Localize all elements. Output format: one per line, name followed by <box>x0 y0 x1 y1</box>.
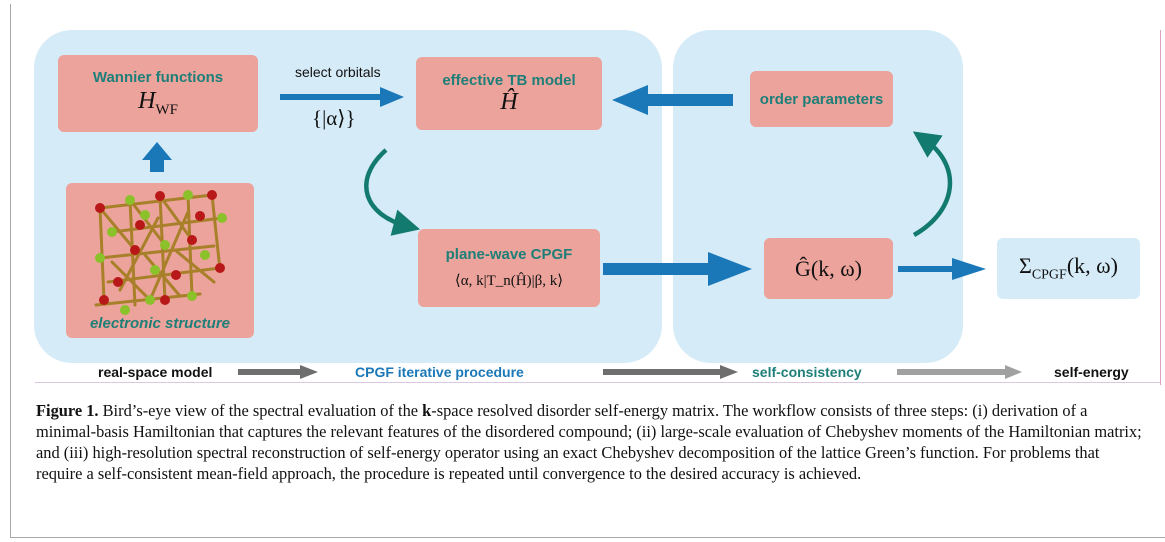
sigma-symbol: Σ <box>1019 253 1032 279</box>
wannier-title: Wannier functions <box>92 68 224 86</box>
alpha-set-label: {|α⟩} <box>312 106 356 130</box>
stage-arrow-1 <box>238 365 318 379</box>
sigma-args: (k, ω) <box>1066 253 1118 279</box>
frame-left-border <box>10 4 11 538</box>
stage-real-space-model: real-space model <box>98 364 213 380</box>
caption-bold-k: k <box>422 401 432 420</box>
select-orbitals-arrow <box>280 87 404 107</box>
crystal-structure-image <box>94 190 227 315</box>
electronic-title: electronic structure <box>89 315 231 332</box>
wannier-math: H <box>138 87 156 114</box>
caption-label: Figure 1. <box>36 401 99 420</box>
sigma-subscript: CPGF <box>1031 267 1067 283</box>
tb-title: effective TB model <box>442 71 576 89</box>
figure-caption: Figure 1. Bird’s-eye view of the spectra… <box>36 400 1146 484</box>
caption-text-b: -space resolved disorder self-energy mat… <box>36 401 1142 483</box>
green-to-sigma-arrow <box>898 258 986 280</box>
figure-graphics <box>94 85 1022 379</box>
cpgf-title: plane-wave CPGF <box>445 246 573 263</box>
order-to-tb-arrow <box>612 85 733 115</box>
cpgf-to-green-arrow <box>603 252 752 286</box>
figure-bottom-border <box>35 382 1160 383</box>
tb-to-cpgf-curve <box>364 148 421 236</box>
green-math: Ĝ(k, ω) <box>794 255 863 281</box>
caption-text-a: Bird’s-eye view of the spectral evaluati… <box>98 401 423 420</box>
order-title: order parameters <box>759 90 884 108</box>
tb-math: Ĥ <box>500 88 518 115</box>
frame-bottom-border <box>10 537 1165 538</box>
stage-arrow-2 <box>603 365 738 379</box>
green-function-box: Ĝ(k, ω) <box>764 238 893 299</box>
plane-wave-cpgf-box: plane-wave CPGF ⟨α, k|T_n(Ĥ)|β, k⟩ <box>418 229 600 307</box>
cpgf-math: ⟨α, k|T_n(Ĥ)|β, k⟩ <box>454 273 564 289</box>
wannier-functions-box: Wannier functions HWF <box>58 55 258 132</box>
up-arrow <box>142 142 172 172</box>
stage-arrow-3 <box>897 365 1022 379</box>
order-parameters-box: order parameters <box>750 71 893 127</box>
green-to-order-curve <box>912 131 953 237</box>
select-orbitals-label: select orbitals <box>295 64 381 80</box>
figure-right-border <box>1160 30 1161 385</box>
stage-self-energy: self-energy <box>1054 364 1129 380</box>
sigma-box: ΣCPGF(k, ω) <box>997 238 1140 299</box>
stage-self-consistency: self-consistency <box>752 364 862 380</box>
wannier-sub: WF <box>155 101 178 118</box>
effective-tb-model-box: effective TB model Ĥ <box>416 57 602 130</box>
stage-cpgf-procedure: CPGF iterative procedure <box>355 364 524 380</box>
